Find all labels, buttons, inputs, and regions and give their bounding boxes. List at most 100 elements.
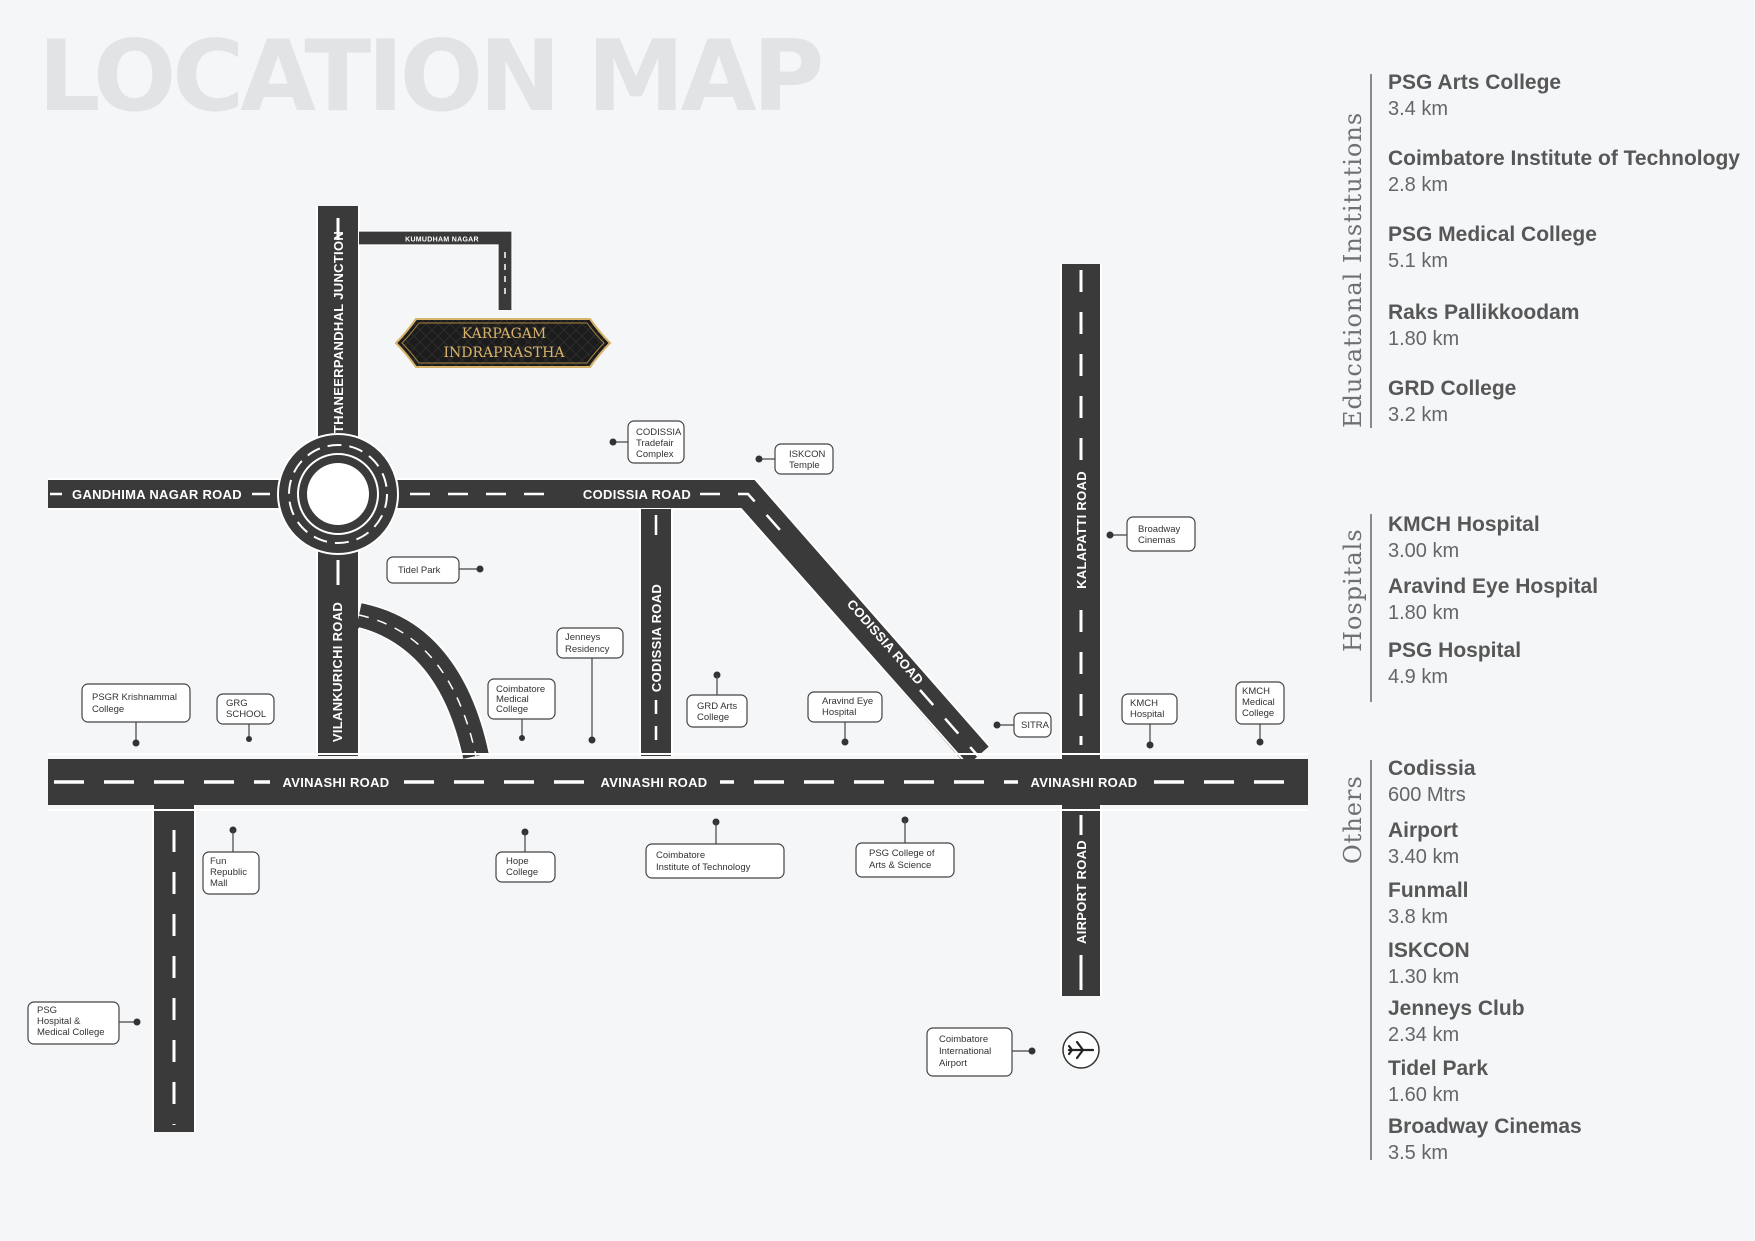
hospital-item: Aravind Eye Hospital 1.80 km (1388, 574, 1748, 626)
others-item-distance: 3.40 km (1388, 846, 1460, 868)
poi-codissia-complex-l3: Complex (636, 449, 674, 460)
edu-item-distance: 1.80 km (1388, 328, 1460, 350)
roundabout (277, 433, 399, 555)
poi-kmchc-l2: Medical (1242, 697, 1275, 708)
avinashi-road-label-1: AVINASHI ROAD (283, 775, 390, 790)
poi-kmch-medical-college: KMCH Medical College (1235, 681, 1285, 746)
poi-airport-l3: Airport (939, 1058, 967, 1069)
project-name-line1: KARPAGAM (462, 326, 546, 342)
edu-item: PSG Arts College 3.4 km (1388, 70, 1748, 122)
poi-iskcon-l1: ISKCON (789, 449, 826, 460)
poi-fun-l2: Republic (210, 867, 247, 878)
others-item: Tidel Park 1.60 km (1388, 1056, 1748, 1108)
edu-item: PSG Medical College 5.1 km (1388, 222, 1748, 274)
poi-grg-l2: SCHOOL (226, 709, 266, 720)
edu-item-distance: 5.1 km (1388, 250, 1449, 272)
poi-airport-l1: Coimbatore (939, 1034, 988, 1045)
poi-sitra: SITRA (993, 712, 1052, 738)
poi-grd-l1: GRD Arts (697, 701, 737, 712)
others-item-name: Broadway Cinemas (1388, 1115, 1582, 1138)
edu-item: Raks Pallikkoodam 1.80 km (1388, 300, 1748, 352)
poi-aravind-eye-hospital: Aravind Eye Hospital (807, 691, 883, 746)
edu-item-distance: 2.8 km (1388, 174, 1449, 196)
poi-grd-l2: College (697, 712, 729, 723)
poi-cit-l2: Institute of Technology (656, 862, 751, 873)
poi-kmchc-l3: College (1242, 708, 1274, 719)
others-item: Jenneys Club 2.34 km (1388, 996, 1748, 1048)
poi-codissia-complex-l2: Tradefair (636, 438, 674, 449)
poi-psgr-l1: PSGR Krishnammal (92, 692, 177, 703)
poi-coimbatore-medical-college: Coimbatore Medical College (487, 678, 556, 741)
airport-road-label: AIRPORT ROAD (1074, 840, 1089, 944)
poi-hope-college: Hope College (495, 828, 556, 883)
others-item-name: Tidel Park (1388, 1057, 1488, 1080)
poi-psgr-l2: College (92, 704, 124, 715)
poi-cit-l1: Coimbatore (656, 850, 705, 861)
edu-item-name: PSG Medical College (1388, 223, 1597, 246)
project-nameplate: KARPAGAM INDRAPRASTHA (394, 318, 612, 368)
poi-codissia-complex-l1: CODISSIA (636, 427, 682, 438)
poi-hope-l1: Hope (506, 856, 529, 867)
poi-psgh-l2: Hospital & (37, 1016, 81, 1027)
poi-iskcon-l2: Temple (789, 460, 820, 471)
poi-tidel-l1: Tidel Park (398, 565, 441, 576)
others-item: Broadway Cinemas 3.5 km (1388, 1114, 1748, 1166)
poi-aravind-l2: Hospital (822, 707, 856, 718)
page-title: LOCATION MAP (38, 20, 824, 134)
avinashi-road-label-3: AVINASHI ROAD (1031, 775, 1138, 790)
poi-psg-hospital: PSG Hospital & Medical College (27, 1001, 141, 1045)
hospitals-divider (1370, 514, 1372, 702)
poi-airport-l2: International (939, 1046, 991, 1057)
edu-item-distance: 3.2 km (1388, 404, 1449, 426)
project-name-line2: INDRAPRASTHA (444, 345, 566, 361)
hospital-item-distance: 4.9 km (1388, 666, 1449, 688)
gandhima-nagar-label: GANDHIMA NAGAR ROAD (72, 487, 242, 502)
poi-cmc-l1: Coimbatore (496, 684, 545, 695)
codissia-road-vertical: CODISSIA ROAD (639, 509, 673, 756)
hospital-item-distance: 1.80 km (1388, 602, 1460, 624)
others-item-distance: 3.8 km (1388, 906, 1449, 928)
vilankurichi-road-label: VILANKURICHI ROAD (330, 602, 345, 742)
edu-item-name: GRD College (1388, 377, 1517, 400)
poi-psgr-college: PSGR Krishnammal College (81, 683, 191, 747)
thaneerpandhal-label: THANEERPANDHAL JUNCTION (331, 231, 346, 433)
edu-item-name: Raks Pallikkoodam (1388, 301, 1580, 324)
poi-jenneys-residency: Jenneys Residency (556, 627, 624, 744)
poi-psga-l2: Arts & Science (869, 860, 931, 871)
poi-cmc-l3: College (496, 704, 528, 715)
poi-jenneys-l1: Jenneys (565, 632, 601, 643)
others-item-distance: 2.34 km (1388, 1024, 1460, 1046)
poi-jenneys-l2: Residency (565, 644, 610, 655)
poi-tidel-park: Tidel Park (386, 556, 484, 584)
educational-divider (1370, 74, 1372, 428)
hospitals-category-label: Hospitals (1339, 528, 1367, 652)
curved-road (355, 601, 491, 759)
others-item-distance: 3.5 km (1388, 1142, 1449, 1164)
poi-hope-l2: College (506, 867, 538, 878)
others-item-name: Jenneys Club (1388, 997, 1525, 1020)
poi-kmch-l2: Hospital (1130, 709, 1164, 720)
poi-psgh-l1: PSG (37, 1005, 57, 1016)
others-item-distance: 1.60 km (1388, 1084, 1460, 1106)
others-item: Codissia 600 Mtrs (1388, 756, 1748, 808)
kumudham-nagar-label: KUMUDHAM NAGAR (405, 237, 479, 244)
edu-item-distance: 3.4 km (1388, 98, 1449, 120)
airplane-icon (1062, 1031, 1100, 1069)
poi-fun-l3: Mall (210, 878, 227, 889)
hospital-item-name: KMCH Hospital (1388, 513, 1540, 536)
others-item-name: Funmall (1388, 879, 1469, 902)
others-divider (1370, 760, 1372, 1160)
codissia-road-label-v: CODISSIA ROAD (649, 584, 664, 692)
poi-grg-l1: GRG (226, 698, 248, 709)
hospital-item: KMCH Hospital 3.00 km (1388, 512, 1748, 564)
edu-item-name: Coimbatore Institute of Technology (1388, 147, 1740, 170)
educational-category-label: Educational Institutions (1339, 111, 1367, 428)
poi-kmchc-l1: KMCH (1242, 686, 1270, 697)
poi-grg-school: GRG SCHOOL (216, 693, 275, 742)
edu-item-name: PSG Arts College (1388, 71, 1562, 94)
others-category-label: Others (1339, 775, 1367, 864)
others-item: ISKCON 1.30 km (1388, 938, 1748, 990)
gandhima-nagar-road: GANDHIMA NAGAR ROAD (48, 478, 300, 510)
